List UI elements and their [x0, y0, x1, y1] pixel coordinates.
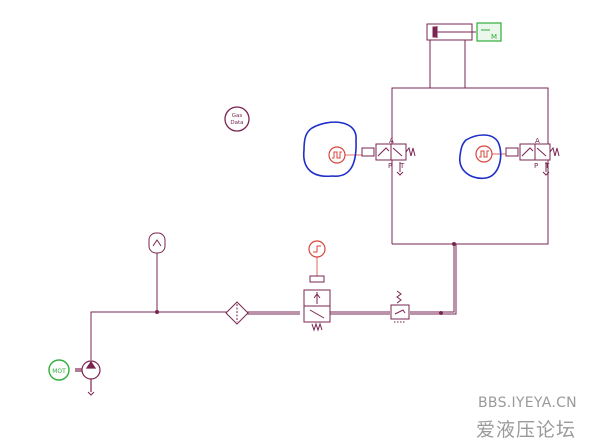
valve-right-port-a: A — [535, 137, 540, 145]
valve-left-port-p: P — [388, 162, 392, 170]
directional-valve-left[interactable]: A P T — [361, 137, 416, 170]
square-wave-signal-icon[interactable] — [328, 146, 362, 164]
gas-data-block[interactable]: Gas Data — [224, 106, 250, 132]
junction-dots — [155, 242, 456, 315]
hydraulic-pump-icon[interactable] — [75, 360, 101, 396]
hydraulic-lines — [90, 40, 549, 360]
center-valve-signal[interactable] — [308, 240, 326, 276]
annotation-loops — [303, 121, 502, 180]
load-label: M — [491, 33, 497, 41]
motor-label: MOT — [52, 368, 66, 375]
valve-right-port-p: P — [534, 162, 538, 170]
filter-icon[interactable] — [225, 301, 249, 325]
relief-valve-icon[interactable] — [390, 290, 410, 323]
electric-motor-icon[interactable]: MOT — [48, 359, 70, 381]
square-wave-signal-icon-right[interactable] — [475, 145, 506, 163]
watermark-site: BBS.IYEYA.CN — [478, 395, 577, 411]
valve-left-port-t: T — [399, 162, 405, 170]
valve-left-port-a: A — [389, 137, 394, 145]
gas-data-line2: Data — [230, 120, 243, 126]
directional-valve-right[interactable]: A P T — [505, 137, 560, 170]
gas-data-line1: Gas — [232, 113, 243, 119]
center-directional-valve[interactable] — [303, 275, 331, 332]
valve-right-port-t: T — [544, 162, 550, 170]
hydraulic-cylinder-icon[interactable] — [426, 23, 476, 41]
accumulator-icon[interactable] — [148, 232, 166, 254]
watermark-name: 爱液压论坛 — [476, 419, 577, 441]
tank-icon — [396, 171, 550, 176]
load-mass[interactable]: M — [476, 22, 502, 42]
